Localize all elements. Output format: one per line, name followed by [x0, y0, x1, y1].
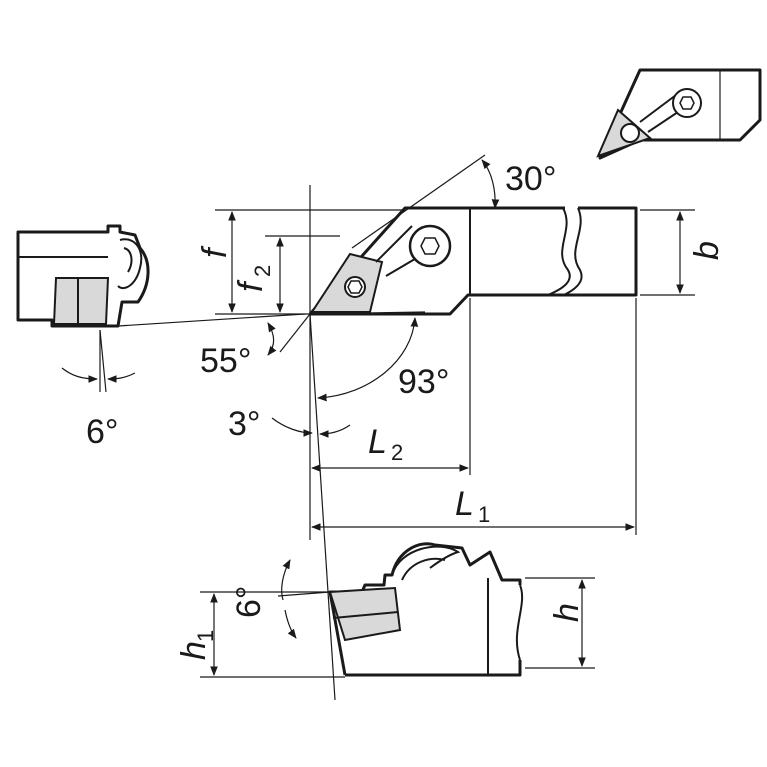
end-6-line — [99, 329, 107, 393]
iso-screw-icon — [620, 123, 640, 143]
h-label: h — [548, 603, 586, 622]
end-ref-line — [117, 313, 306, 327]
b-label: b — [688, 241, 726, 260]
front-view — [200, 542, 595, 678]
top-view — [215, 154, 695, 701]
front-break-line — [515, 584, 524, 661]
front-6-arc-top — [281, 559, 291, 601]
isometric-view — [596, 68, 762, 160]
f2-subscript: 2 — [250, 265, 275, 277]
front-clamp-inner — [401, 557, 446, 581]
break-line — [547, 207, 571, 296]
clearance-line — [309, 313, 336, 701]
front-insert-split — [332, 611, 399, 619]
L2-label: L — [368, 423, 387, 461]
front-6-line — [277, 591, 331, 597]
end-clamp-icon — [117, 238, 143, 290]
f2-label-group: f 2 — [232, 265, 275, 292]
end-6-arc-right — [107, 372, 136, 383]
break-line-2 — [563, 207, 583, 296]
angle-55-line — [279, 313, 311, 353]
angle-93-arc — [317, 317, 419, 402]
end-insert-icon — [52, 277, 110, 325]
end-clearance-label: 6° — [86, 413, 119, 451]
clamp-screw-icon — [408, 224, 452, 268]
f-label: f — [196, 245, 234, 258]
angle-30-label: 30° — [505, 160, 556, 198]
h1-label-group: h 1 — [175, 630, 218, 660]
angle-30-ref — [351, 154, 486, 249]
h1-subscript: 1 — [193, 630, 218, 642]
front-insert-icon — [328, 586, 402, 642]
iso-clamp-screw-icon — [672, 88, 702, 118]
left-end-view — [16, 224, 306, 393]
front-6-arc-bottom — [284, 609, 297, 639]
f2-label: f — [232, 279, 270, 292]
iso-holder-outline — [598, 68, 762, 160]
front-view-outline — [328, 542, 522, 677]
L2-subscript: 2 — [391, 440, 403, 465]
end-6-arc-left — [61, 367, 98, 383]
angle-55-arc — [267, 322, 277, 356]
front-clamp-icon — [391, 545, 461, 576]
end-clamp-inner — [123, 247, 133, 273]
angle-3-label: 3° — [228, 405, 261, 443]
bottom-extension — [309, 311, 426, 315]
L1-subscript: 1 — [478, 502, 490, 527]
front-clearance-label: 6° — [230, 585, 268, 618]
angle-3-arc-right — [319, 424, 351, 438]
angle-55-label: 55° — [200, 342, 251, 380]
angle-3-arc-left — [271, 417, 313, 437]
angle-93-label: 93° — [398, 363, 449, 401]
angle-30-arc — [481, 159, 500, 209]
h1-label: h — [175, 641, 213, 660]
end-view-outline — [16, 224, 150, 328]
dimension-labels: 30° f f 2 b 55° 93° 6° 3° L 2 L 1 6° h 1… — [86, 160, 726, 660]
L1-label: L — [455, 485, 474, 523]
